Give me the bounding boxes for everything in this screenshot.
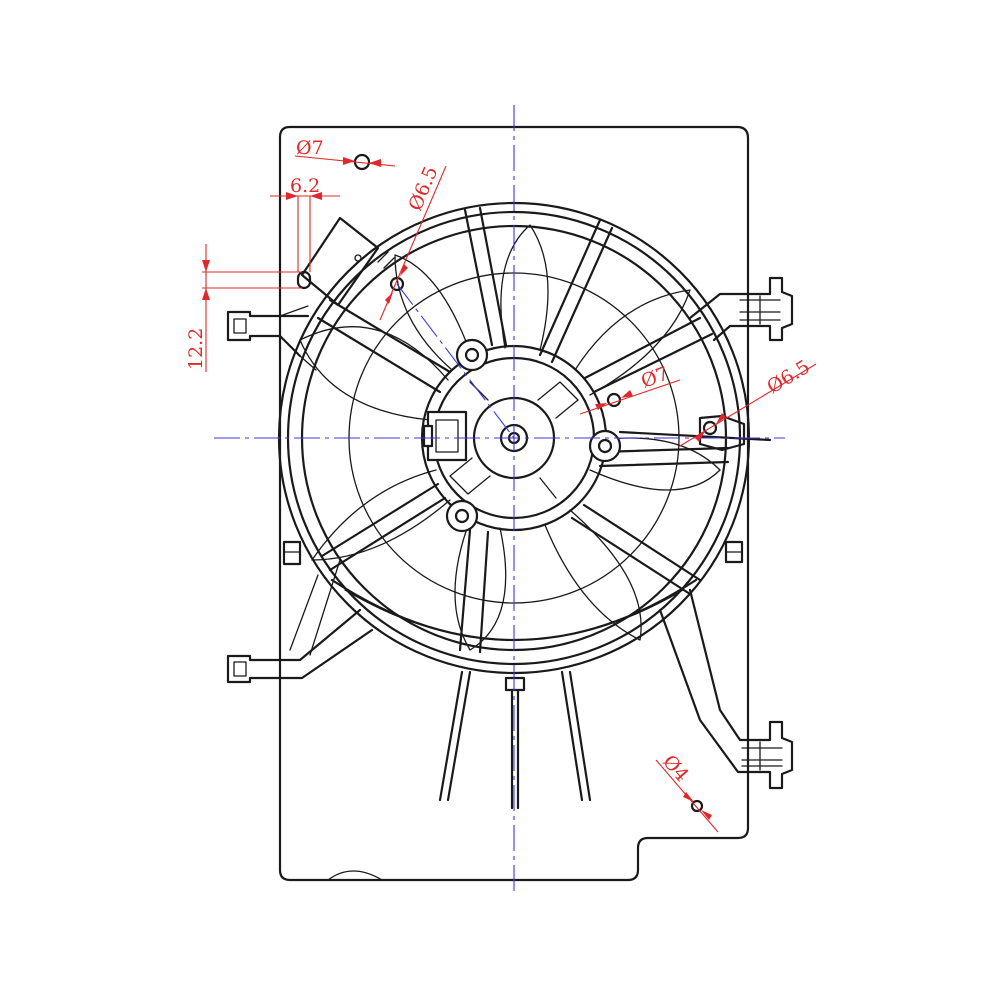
- dim-slot-width-lines: [270, 195, 340, 272]
- dim-hole-top-left-label: Ø7: [296, 137, 324, 159]
- blade-4: [544, 509, 642, 641]
- dim-arrow: [343, 157, 355, 165]
- motor-ribs: [449, 381, 579, 499]
- slot: [296, 270, 312, 290]
- left-side-lug: [282, 540, 302, 566]
- dim-arrow: [701, 810, 712, 820]
- dim-arrow: [683, 792, 694, 802]
- right-bracket-lower: [658, 588, 794, 790]
- blade-1: [299, 326, 449, 421]
- motor-connector-clip: [422, 424, 434, 448]
- mount-hole-lower: [454, 508, 470, 524]
- mount-lobe-lower: [445, 499, 479, 533]
- spoke-lower-left: [320, 482, 447, 572]
- left-clip-lower-slot: [233, 661, 247, 677]
- dim-small-hole-label: Ø4: [658, 751, 693, 786]
- diagonal-centerline: [396, 283, 515, 439]
- dim-arrow: [595, 403, 607, 410]
- blade-7: [500, 224, 549, 351]
- right-bracket-lower-ribs: [741, 741, 783, 771]
- spoke-bottom: [458, 528, 490, 654]
- dim-arrow: [369, 159, 381, 167]
- blade-8: [394, 254, 471, 371]
- dim-arrow: [286, 192, 298, 200]
- left-clip-upper: [226, 310, 310, 358]
- motor-hub: [377, 251, 704, 813]
- right-bracket-upper: [688, 276, 794, 342]
- dim-arrow: [202, 260, 210, 272]
- dim-right-hole-leader: [579, 379, 681, 415]
- shroud-frame: [278, 125, 750, 882]
- shroud-bottom-notch: [327, 870, 383, 881]
- dim-arrow: [202, 288, 210, 300]
- right-bracket-upper-ribs: [739, 295, 781, 325]
- dim-bracket-hole-leader: [679, 363, 817, 447]
- lower-ribs: [438, 670, 592, 802]
- dim-arrow: [621, 390, 633, 398]
- mount-hole-upper: [464, 347, 480, 363]
- blade-6: [574, 289, 691, 396]
- right-wire: [618, 430, 772, 442]
- mount-lobe-right: [588, 429, 622, 463]
- drain-stem: [510, 688, 520, 810]
- spokes: [316, 206, 730, 810]
- blade-2: [311, 469, 451, 561]
- bracket-hole-right: [702, 420, 718, 436]
- dim-slot-height-lines: [202, 244, 302, 372]
- mount-hole-right: [597, 438, 613, 454]
- motor-connector: [426, 410, 468, 462]
- blade-5: [589, 437, 721, 491]
- motor-connector-inner: [435, 419, 459, 453]
- dim-slot-width-label: 6.2: [290, 175, 320, 197]
- spoke-lower-right: [570, 503, 702, 596]
- dim-arrow: [695, 431, 705, 442]
- slot-tab: [300, 216, 380, 307]
- dim-arrow: [310, 192, 322, 200]
- right-brackets: [618, 276, 794, 790]
- drain-tab: [504, 676, 526, 692]
- dim-arrow: [716, 413, 726, 424]
- dim-arrow: [400, 264, 408, 276]
- spoke-right: [583, 316, 714, 394]
- spoke-top: [463, 206, 508, 347]
- hole-upper-bracket: [389, 276, 405, 292]
- spoke-top-right: [538, 218, 614, 364]
- left-clip-lower: [226, 608, 374, 684]
- spoke-right-mid: [598, 446, 730, 468]
- left-clip-upper-slot: [233, 318, 247, 334]
- dim-arrow: [385, 292, 393, 304]
- blade-3: [454, 519, 507, 651]
- shroud-outline: [278, 125, 750, 882]
- spoke-upper-left: [316, 298, 452, 394]
- dim-slot-height-label: 12.2: [185, 328, 207, 370]
- hole-bottom-right: [690, 799, 704, 813]
- dim-bracket-hole-label: Ø6.5: [763, 356, 814, 398]
- mount-lobe-upper: [455, 338, 489, 372]
- center-lines: [214, 105, 785, 892]
- upper-bracket-marks: [377, 251, 395, 269]
